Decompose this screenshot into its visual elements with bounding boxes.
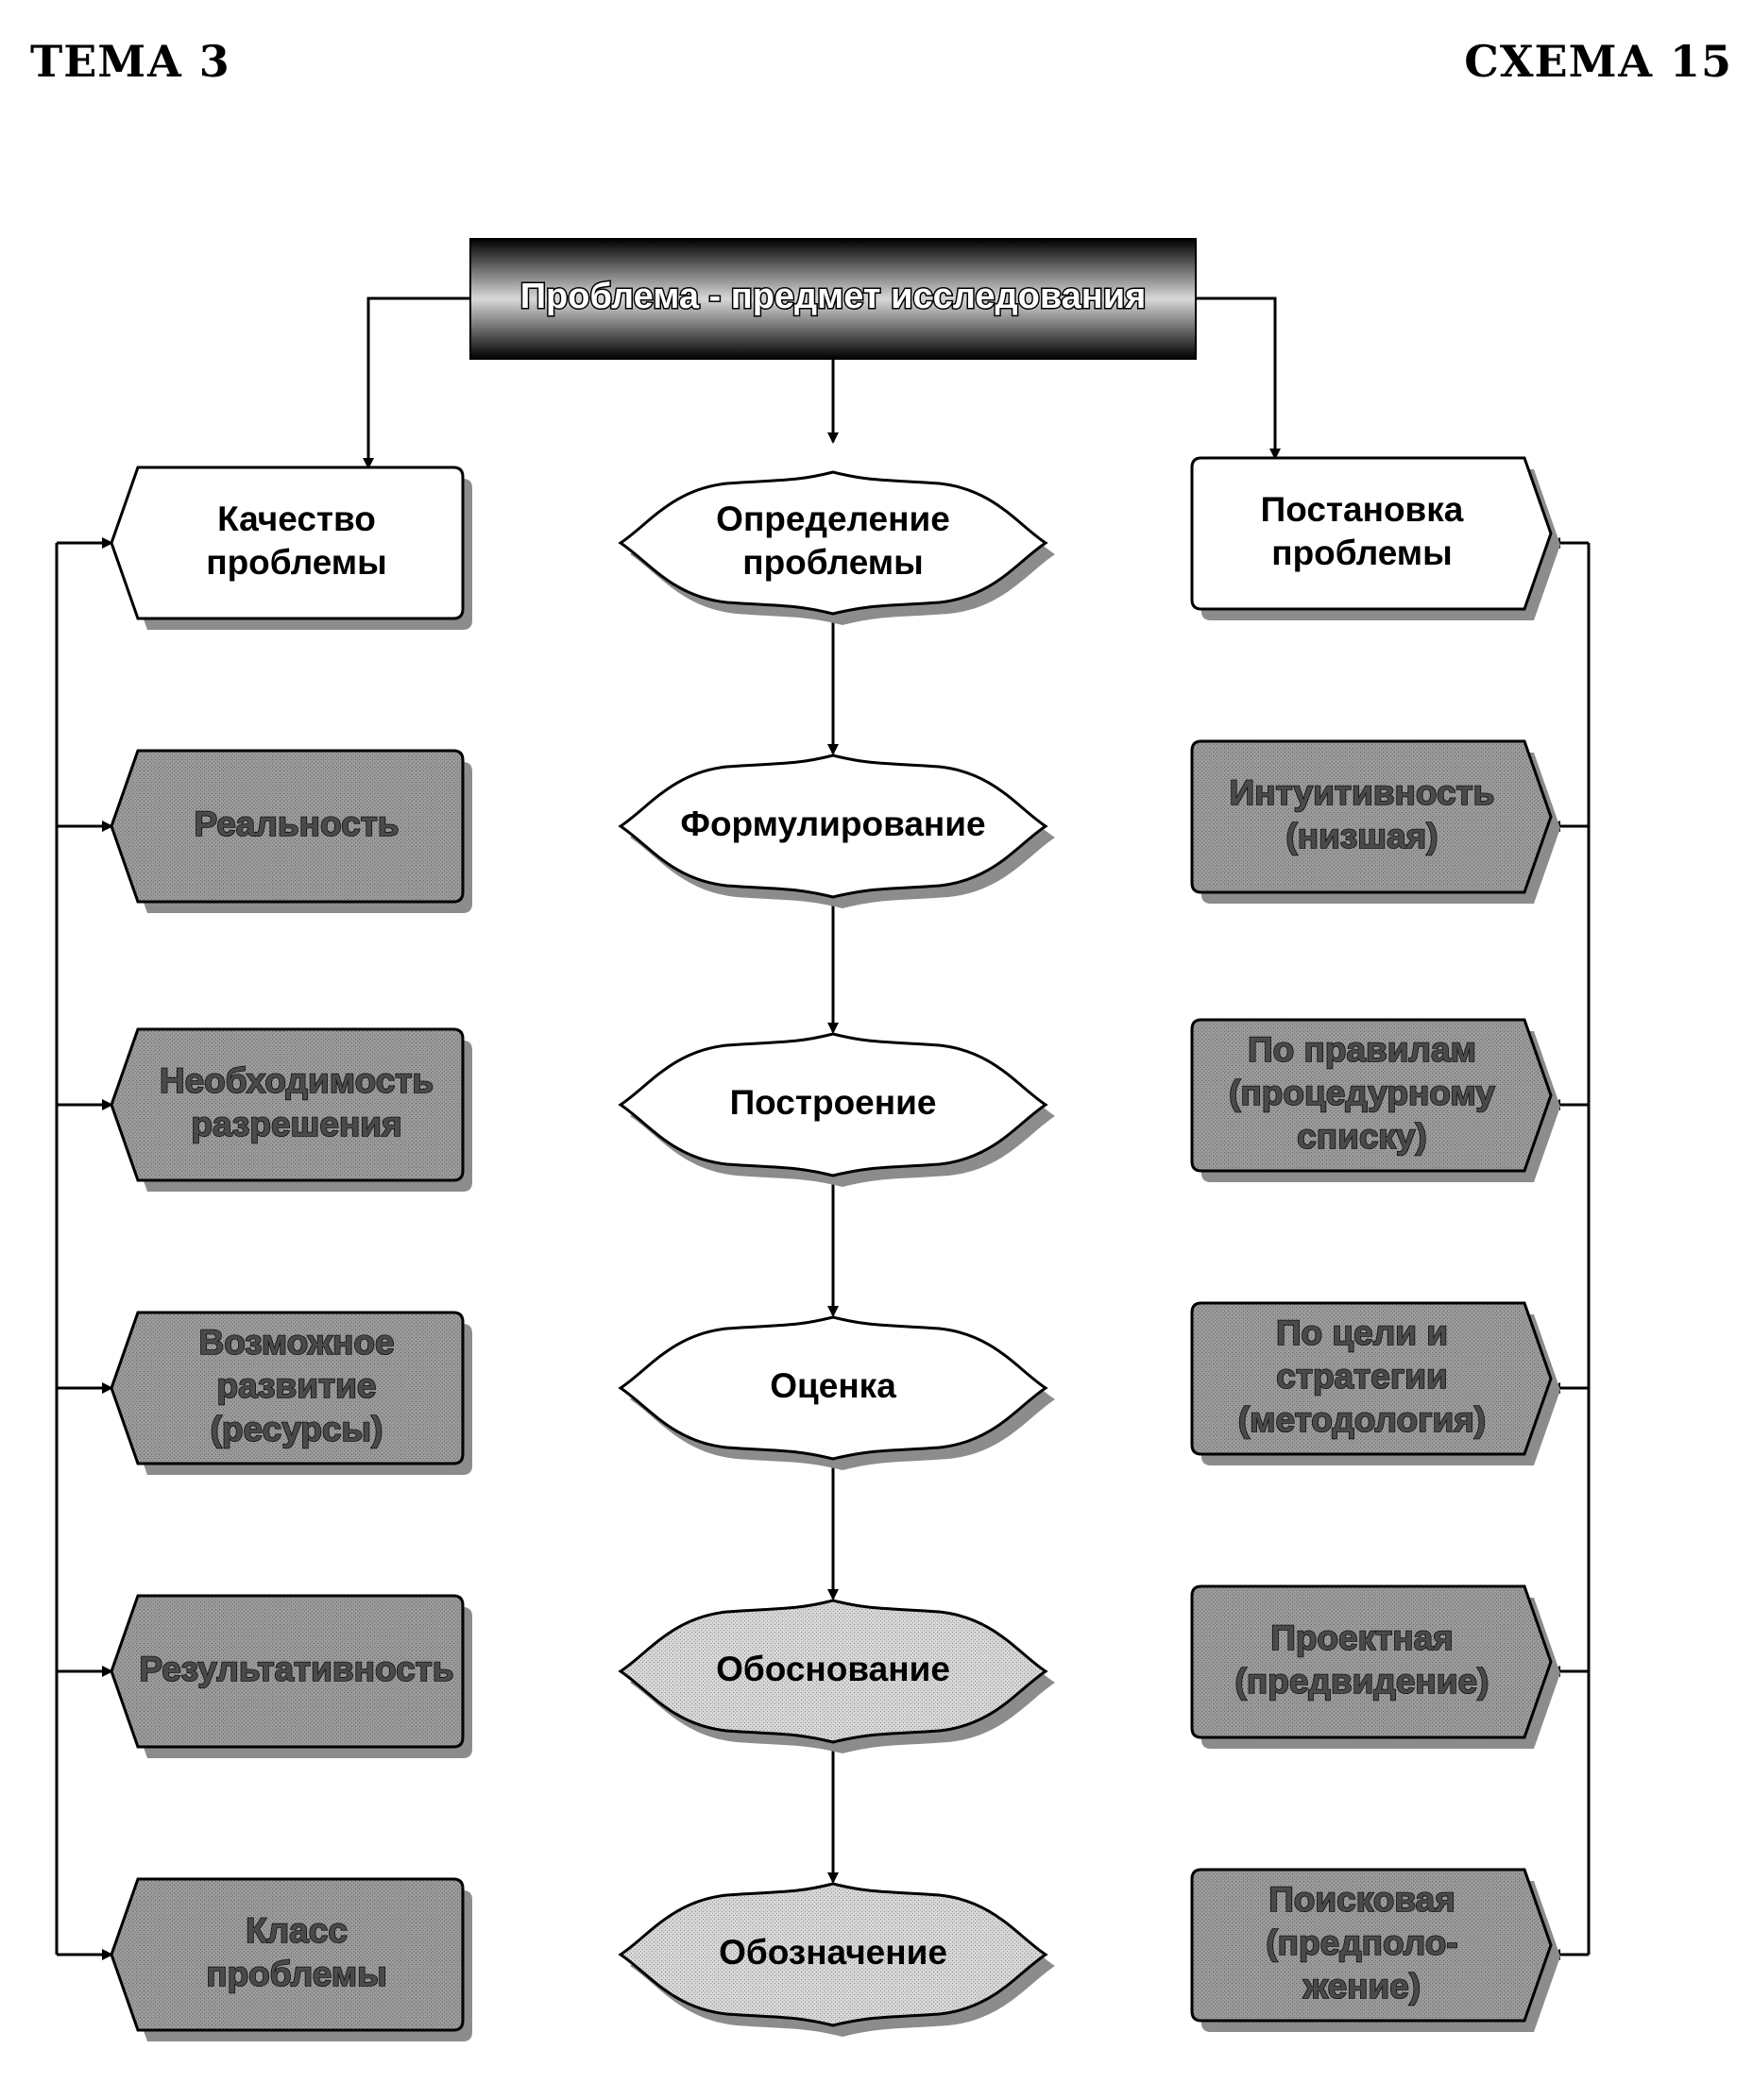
quality-item-2-texture	[111, 1029, 463, 1180]
quality-of-problem-box: Качество проблемы	[110, 466, 472, 630]
quality-item-2-line: Необходимость	[160, 1061, 434, 1100]
quality-item-5-line: Класс	[246, 1911, 348, 1950]
statement-type-2-line: (процедурному	[1229, 1074, 1495, 1112]
quality-item-2-line: разрешения	[191, 1105, 401, 1143]
problem-statement-box-shape	[1190, 456, 1553, 611]
title-text: Проблема - предмет исследования	[520, 277, 1147, 316]
definition-step-5: Обозначение	[618, 1882, 1055, 2037]
statement-type-4: Проектная (предвидение)	[1190, 1584, 1560, 1749]
statement-type-3-line: (методология)	[1238, 1400, 1486, 1439]
connector-title-to-quality	[363, 296, 470, 469]
problem-statement-box: Постановка проблемы	[1190, 456, 1560, 620]
statement-type-1-line: (низшая)	[1285, 817, 1438, 855]
title-bar: Проблема - предмет исследования	[469, 238, 1197, 360]
quality-item-3-line: (ресурсы)	[211, 1410, 383, 1448]
problem-definition-box-line: Определение	[716, 500, 950, 538]
quality-of-problem-box-line: Качество	[217, 500, 376, 538]
statement-type-3-line: стратегии	[1276, 1357, 1447, 1396]
statement-type-1-texture	[1192, 741, 1551, 892]
quality-item-5-line: проблемы	[206, 1955, 387, 1993]
quality-item-5: Класс проблемы	[110, 1877, 472, 2041]
statement-type-1: Интуитивность (низшая)	[1190, 739, 1560, 904]
definition-step-4: Обоснование	[618, 1599, 1055, 1753]
statement-type-5: Поисковая (предполо-жение)	[1190, 1868, 1560, 2032]
definition-step-1: Формулирование	[618, 754, 1055, 908]
definition-step-5-texture	[621, 1884, 1046, 2025]
quality-item-4-line: Результативность	[139, 1650, 453, 1688]
statement-type-2-line: списку)	[1297, 1117, 1427, 1156]
statement-type-5-line: Поисковая	[1268, 1880, 1455, 1919]
quality-item-1-line: Реальность	[194, 804, 399, 843]
statement-type-2-line: По правилам	[1248, 1030, 1476, 1069]
quality-item-3-texture	[111, 1312, 463, 1464]
statement-type-3-texture	[1192, 1303, 1551, 1454]
connector-title-to-statement	[1196, 296, 1281, 460]
problem-definition-box-shape	[618, 470, 1048, 616]
problem-definition-box: Определение проблемы	[618, 470, 1055, 625]
quality-item-3: Возможное развитие (ресурсы)	[110, 1311, 472, 1475]
definition-step-5-line: Обозначение	[719, 1933, 947, 1972]
statement-type-4-line: (предвидение)	[1235, 1662, 1489, 1701]
statement-type-5-line: жение)	[1302, 1967, 1421, 2006]
statement-type-3-line: По цели и	[1276, 1313, 1448, 1352]
definition-step-2-shape	[618, 1032, 1048, 1177]
quality-item-4-texture	[111, 1596, 463, 1747]
definition-step-1-shape	[618, 754, 1048, 899]
quality-item-2: Необходимость разрешения	[110, 1027, 472, 1192]
statement-type-3: По цели и стратегии (методология)	[1190, 1301, 1560, 1465]
definition-step-3-shape	[618, 1315, 1048, 1461]
statement-type-4-texture	[1192, 1586, 1551, 1737]
definition-step-2: Построение	[618, 1032, 1055, 1187]
statement-type-4-line: Проектная	[1270, 1618, 1454, 1657]
statement-type-2-texture	[1192, 1020, 1551, 1171]
definition-step-2-line: Построение	[730, 1083, 937, 1122]
problem-definition-box-line: проблемы	[742, 543, 924, 582]
topic-label: ТЕМА 3	[30, 36, 230, 87]
title-bar-fill	[469, 238, 1197, 360]
statement-type-2: По правилам (процедурному списку)	[1190, 1018, 1560, 1182]
quality-item-3-line: Возможное	[198, 1323, 394, 1362]
definition-step-4-line: Обоснование	[716, 1650, 950, 1688]
quality-item-1-texture	[111, 751, 463, 902]
quality-item-1: Реальность	[110, 749, 472, 913]
definition-step-3-line: Оценка	[770, 1366, 896, 1405]
quality-item-3-line: развитие	[217, 1366, 377, 1405]
scheme-number-label: СХЕМА 15	[1464, 36, 1732, 87]
definition-step-3: Оценка	[618, 1315, 1055, 1470]
statement-type-5-line: (предполо-	[1266, 1923, 1457, 1962]
quality-item-4: Результативность	[110, 1594, 472, 1758]
problem-statement-box-line: проблемы	[1271, 533, 1453, 572]
quality-item-5-texture	[111, 1879, 463, 2030]
statement-type-1-line: Интуитивность	[1230, 773, 1495, 812]
quality-of-problem-box-shape	[110, 466, 465, 620]
definition-step-4-texture	[621, 1600, 1046, 1742]
problem-statement-box-line: Постановка	[1261, 490, 1464, 529]
statement-type-5-texture	[1192, 1870, 1551, 2021]
quality-of-problem-box-line: проблемы	[206, 543, 387, 582]
definition-step-1-line: Формулирование	[680, 804, 985, 843]
